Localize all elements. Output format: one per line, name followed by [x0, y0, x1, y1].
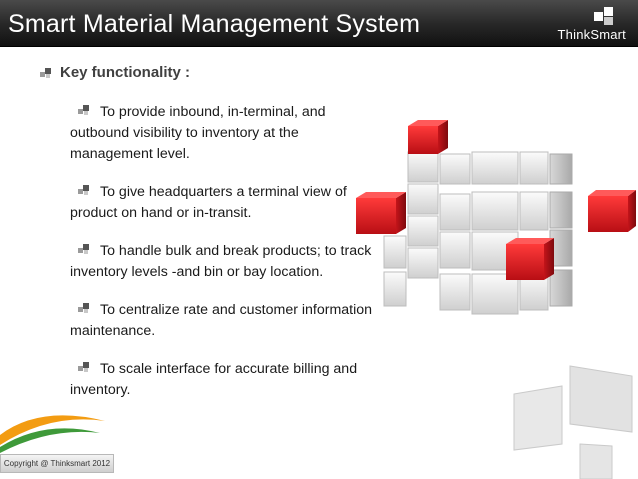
bullet-item: To give headquarters a terminal view of …: [70, 182, 382, 224]
bullet-text: To scale interface for accurate billing …: [70, 361, 358, 398]
header-bar: Smart Material Management System ThinkSm…: [0, 0, 638, 47]
square-bullet-icon: [78, 244, 92, 254]
bullet-item: To centralize rate and customer informat…: [70, 300, 382, 342]
thinksmart-logo-icon: [594, 7, 613, 25]
heading-text: Key functionality :: [60, 64, 191, 81]
brand-name: ThinkSmart: [557, 27, 626, 42]
bullet-item: To handle bulk and break products; to tr…: [70, 241, 382, 283]
square-bullet-icon: [78, 105, 92, 115]
decorative-tiles-icon: [513, 365, 633, 479]
key-functionality-heading: Key functionality :: [40, 64, 190, 81]
bullet-item: To provide inbound, in-terminal, and out…: [70, 102, 382, 165]
square-bullet-icon: [78, 362, 92, 372]
bullet-list: To provide inbound, in-terminal, and out…: [70, 102, 382, 418]
bullet-text: To centralize rate and customer informat…: [70, 302, 373, 339]
bullet-text: To give headquarters a terminal view of …: [70, 184, 347, 221]
square-bullet-icon: [78, 185, 92, 195]
copyright-footer: Copyright @ Thinksmart 2012: [0, 454, 114, 473]
square-bullet-icon: [78, 303, 92, 313]
brand-logo: ThinkSmart: [534, 6, 626, 42]
cube-icon: [356, 120, 636, 315]
bullet-text: To provide inbound, in-terminal, and out…: [70, 104, 326, 162]
tricolor-swoosh-icon: [0, 415, 105, 453]
bullet-text: To handle bulk and break products; to tr…: [70, 243, 372, 280]
slide-title: Smart Material Management System: [8, 10, 421, 38]
bullet-item: To scale interface for accurate billing …: [70, 359, 382, 401]
square-bullet-icon: [40, 68, 54, 79]
